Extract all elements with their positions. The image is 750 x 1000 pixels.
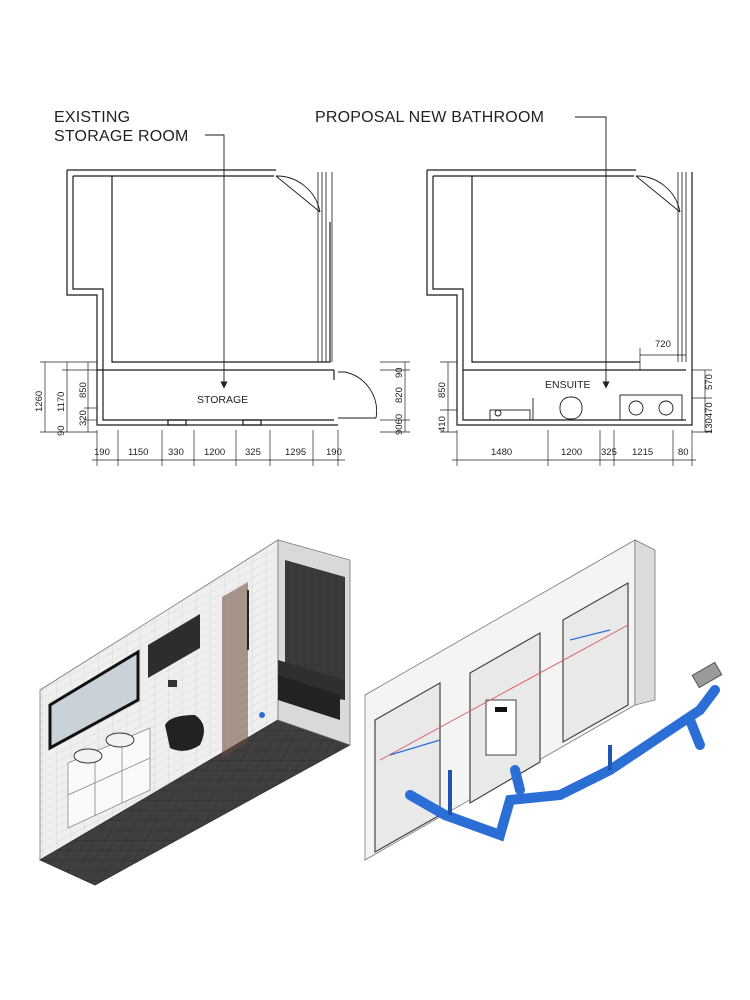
left-dim-bottom-3: 330 — [168, 447, 184, 458]
sink-icon — [658, 400, 674, 416]
left-plan-title-line2: STORAGE ROOM — [54, 128, 189, 145]
right-dim-top: 720 — [655, 339, 671, 350]
door-swing-icon — [275, 175, 321, 213]
right-dim-left-2: 410 — [437, 416, 448, 432]
bathroom-3d-render — [39, 539, 351, 886]
storage-fixture-1 — [167, 419, 187, 426]
storage-door-icon — [338, 371, 378, 419]
left-dim-bottom-4: 1200 — [204, 447, 225, 458]
left-dim-left-5: 90 — [56, 425, 67, 436]
right-floor-plan — [426, 116, 693, 426]
right-dim-bottom-5: 80 — [678, 447, 689, 458]
left-dim-bottom-6: 1295 — [285, 447, 306, 458]
left-plan-title-line1: EXISTING — [54, 109, 131, 126]
left-dim-left-3: 850 — [78, 382, 89, 398]
sink-icon — [105, 732, 135, 748]
left-dim-right-3: 9060 — [394, 414, 405, 435]
left-plan-title: EXISTING STORAGE ROOM — [54, 108, 189, 146]
vanity-unit — [619, 394, 683, 421]
left-window — [317, 172, 333, 362]
left-side-dimension-chain — [40, 361, 97, 433]
right-dim-bottom-1: 1480 — [491, 447, 512, 458]
left-right-dimension-chain — [380, 361, 410, 433]
left-dim-bottom-5: 325 — [245, 447, 261, 458]
left-dim-left-4: 320 — [78, 410, 89, 426]
left-dim-bottom-2: 1150 — [128, 447, 148, 458]
arrow-leader-icon — [205, 134, 228, 389]
toilet-icon — [165, 715, 204, 751]
left-dim-right-2: 820 — [394, 387, 405, 403]
arrow-leader-icon — [575, 116, 610, 389]
left-outer-wall — [66, 169, 338, 426]
right-dim-bottom-2: 1200 — [561, 447, 582, 458]
right-dim-right-2: 130470 — [704, 402, 715, 434]
pipe-network-icon — [405, 685, 720, 842]
right-outer-wall — [426, 169, 693, 426]
left-main-room — [111, 176, 331, 363]
right-inner-wall — [432, 175, 686, 421]
door-swing-icon — [635, 175, 681, 213]
storage-room — [97, 369, 335, 380]
sink-icon — [628, 400, 644, 416]
right-left-dimension-chain — [440, 361, 457, 433]
right-dim-bottom-3: 325 — [601, 447, 617, 458]
ensuite-room-label: ENSUITE — [545, 379, 591, 391]
right-plan-title: PROPOSAL NEW BATHROOM — [315, 109, 545, 126]
right-dim-left-1: 850 — [437, 382, 448, 398]
ensuite-fixtures — [489, 394, 683, 421]
right-dim-bottom-4: 1215 — [632, 447, 653, 458]
left-dim-left-1: 1260 — [34, 391, 45, 412]
right-bottom-dimension-chain — [452, 430, 696, 466]
plumbing-3d-render — [364, 539, 723, 861]
left-dim-left-2: 1170 — [56, 392, 67, 412]
left-bottom-dimension-chain — [92, 430, 345, 466]
storage-room-label: STORAGE — [197, 394, 248, 406]
right-main-room — [471, 176, 640, 363]
left-dim-right-1: 90 — [394, 367, 405, 378]
right-window — [677, 172, 693, 362]
right-top-dim-box — [639, 348, 686, 370]
left-dim-bottom-7: 190 — [326, 447, 342, 458]
right-dim-right-1: 570 — [704, 374, 715, 390]
sink-icon — [73, 748, 103, 764]
left-dim-bottom-1: 190 — [94, 447, 110, 458]
toilet-icon — [559, 396, 583, 420]
storage-fixture-2 — [242, 419, 262, 426]
left-floor-plan — [66, 134, 378, 426]
right-right-dimension-chain — [692, 369, 712, 433]
